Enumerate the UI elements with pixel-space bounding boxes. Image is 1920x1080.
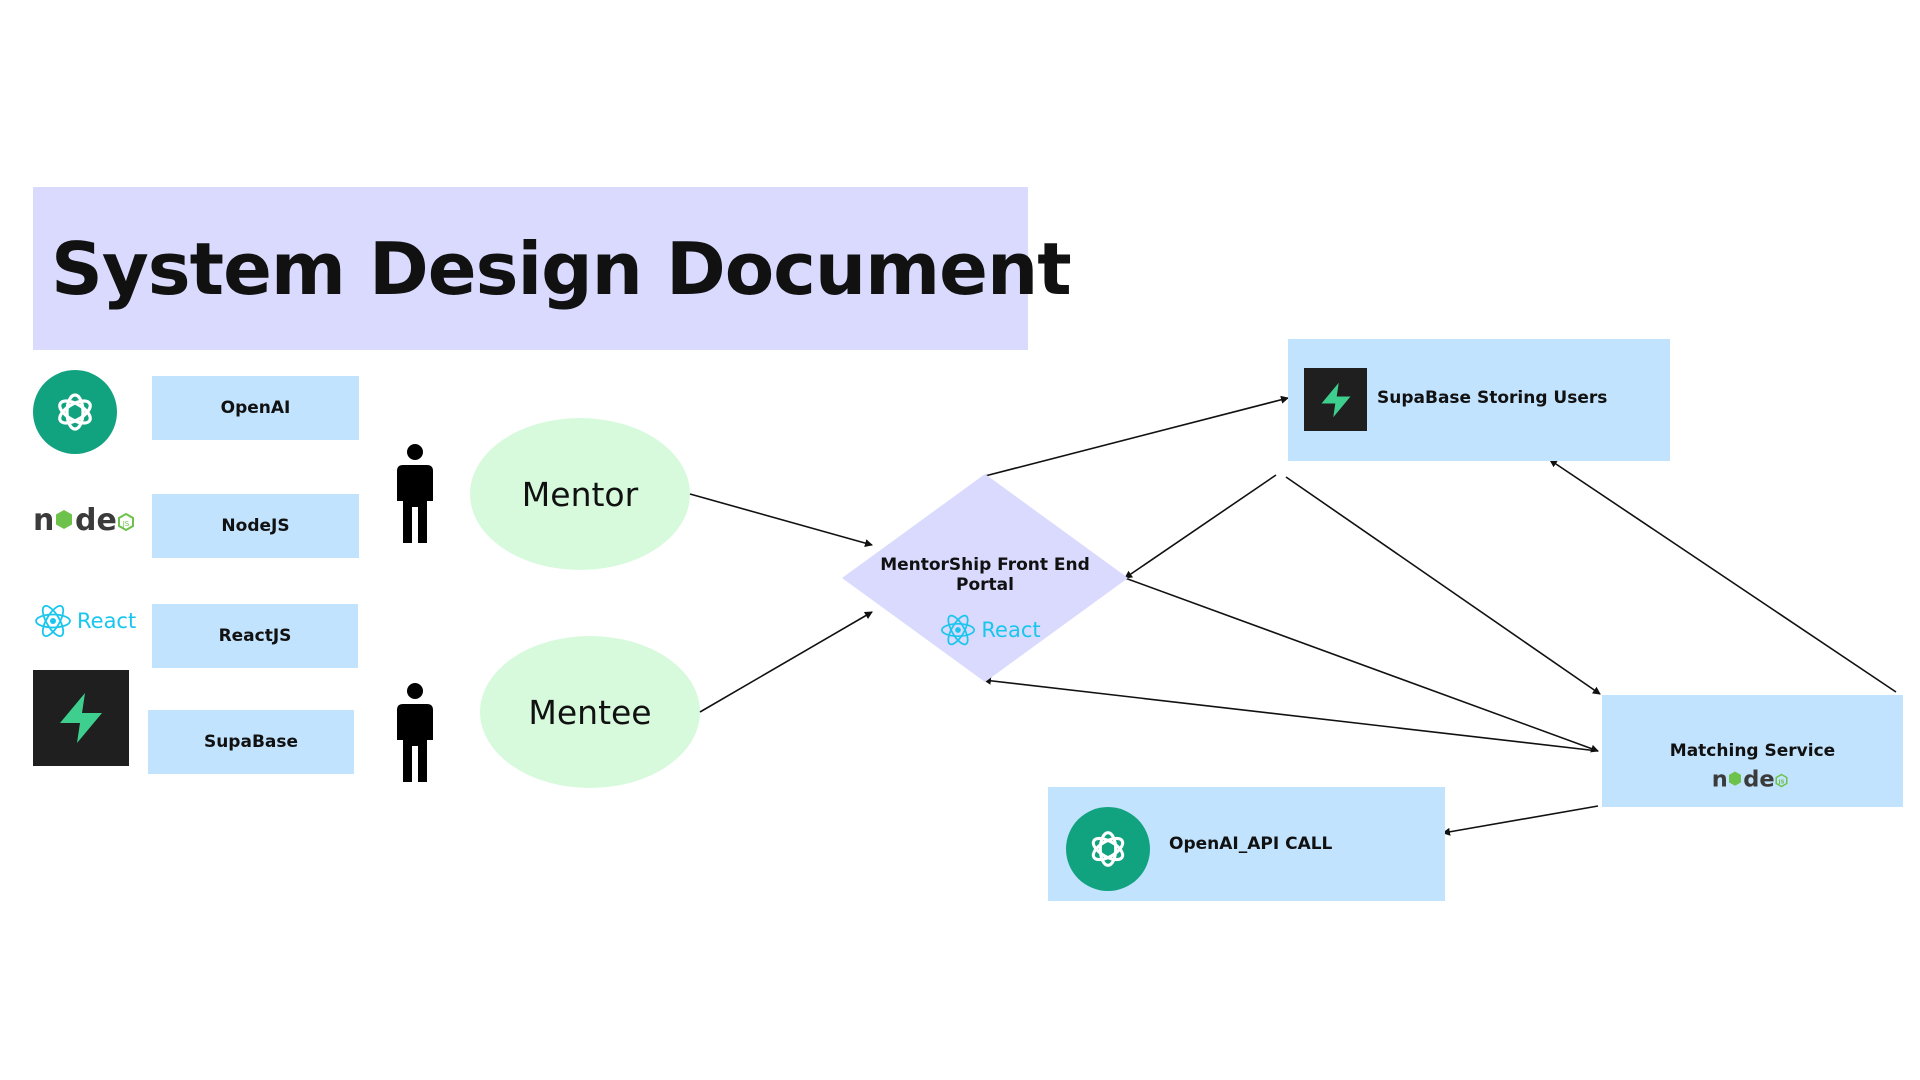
- supabase-users-node: SupaBase Storing Users: [1288, 339, 1670, 461]
- frontend-label-line2: Portal: [956, 575, 1014, 595]
- react-logo: React: [33, 600, 143, 642]
- arrow-matching-to-openai: [1442, 805, 1599, 836]
- legend-supabase: SupaBase: [148, 710, 354, 774]
- mentor-node: Mentor: [470, 418, 690, 570]
- mentee-label: Mentee: [528, 692, 652, 732]
- frontend-portal-node: MentorShip Front End Portal: [872, 555, 1098, 595]
- openai-call-label: OpenAI_API CALL: [1169, 834, 1333, 854]
- frontend-react-text: React: [981, 618, 1041, 642]
- person-icon-mentee: [395, 682, 435, 782]
- svg-text:n: n: [1712, 767, 1728, 793]
- openai-knot-icon: [58, 393, 92, 431]
- openai-call-node: OpenAI_API CALL: [1048, 787, 1445, 901]
- supabase-node-icon: [1304, 368, 1367, 431]
- frontend-label-line1: MentorShip Front End: [880, 555, 1090, 575]
- arrow-mentee-to-portal: [699, 611, 873, 713]
- arrow-matching-to-supabase: [1549, 459, 1897, 693]
- legend-supabase-label: SupaBase: [203, 732, 299, 752]
- matching-node-logo: n de JS: [1702, 764, 1804, 794]
- person-icon-mentor: [395, 443, 435, 543]
- arrow-supabase-to-portal: [1124, 474, 1277, 579]
- title-banner: System Design Document: [33, 187, 1072, 350]
- arrow-matching-to-portal: [983, 676, 1599, 752]
- legend-openai-label: OpenAI: [220, 398, 291, 418]
- arrow-portal-to-matching: [1124, 577, 1599, 753]
- supabase-users-label: SupaBase Storing Users: [1377, 388, 1608, 408]
- react-atom-icon: [35, 605, 71, 637]
- svg-text:n: n: [33, 503, 54, 538]
- node-logo-icon: n de JS: [33, 500, 143, 540]
- legend-reactjs-label: ReactJS: [218, 626, 292, 646]
- legend-openai: OpenAI: [152, 376, 359, 440]
- svg-text:de: de: [75, 503, 117, 538]
- matching-service-node: Matching Service n de JS: [1602, 695, 1903, 807]
- frontend-react-logo: React: [930, 610, 1050, 650]
- arrow-supabase-to-matching: [1285, 476, 1601, 695]
- legend-nodejs-label: NodeJS: [221, 516, 290, 536]
- openai-logo-icon: [33, 370, 117, 454]
- svg-text:de: de: [1743, 767, 1774, 793]
- openai-node-icon: [1066, 807, 1150, 891]
- react-atom-icon: [941, 614, 976, 646]
- react-logo-text: React: [77, 609, 137, 633]
- matching-service-label: Matching Service: [1669, 741, 1836, 761]
- legend-nodejs: NodeJS: [152, 494, 359, 558]
- arrow-mentor-to-portal: [689, 493, 873, 547]
- frontend-diamond: [842, 474, 1128, 682]
- svg-text:JS: JS: [1778, 780, 1785, 786]
- arrow-portal-to-supabase: [984, 395, 1289, 477]
- legend-reactjs: ReactJS: [152, 604, 358, 668]
- svg-text:JS: JS: [122, 520, 130, 528]
- mentor-label: Mentor: [521, 474, 639, 514]
- page-title: System Design Document: [51, 227, 1072, 311]
- supabase-logo-icon: [33, 670, 129, 766]
- mentee-node: Mentee: [480, 636, 700, 788]
